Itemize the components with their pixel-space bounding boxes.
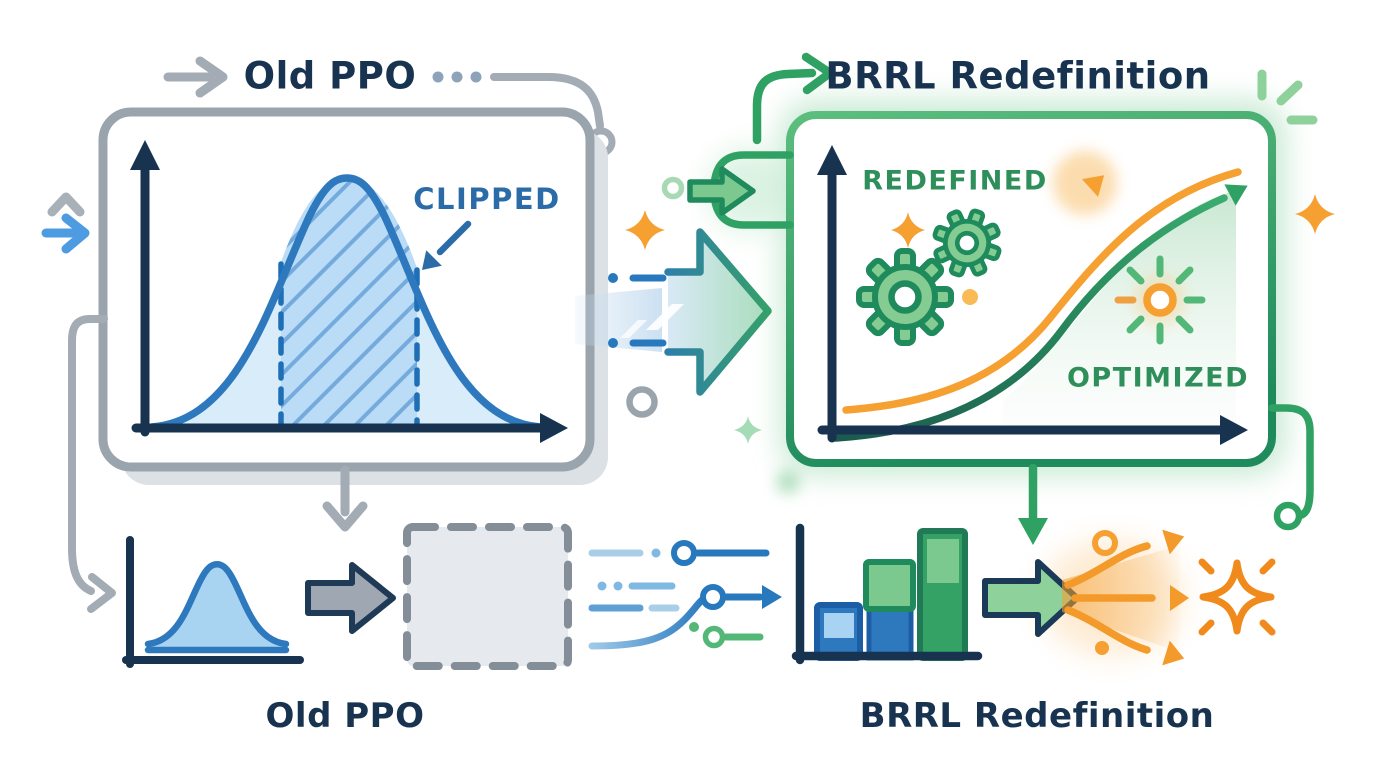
- burst-star-icon: [1198, 558, 1276, 636]
- connector-top-gray: [490, 73, 604, 130]
- green-block-arrow-small: [687, 166, 756, 216]
- label-redefined: REDEFINED: [862, 165, 1048, 197]
- label-optimized: OPTIMIZED: [1066, 362, 1250, 394]
- connector-left-gray: [68, 315, 108, 595]
- bar-2-blue-segment: [866, 601, 914, 661]
- clipped-arrowhead: [421, 250, 442, 271]
- caption-brrl-redefinition: BRRL Redefinition: [859, 696, 1215, 736]
- lead-dot-bottom: [608, 338, 618, 348]
- clipped-region: [281, 178, 417, 426]
- connector-down-green-arrowhead: [1018, 518, 1048, 545]
- bar-chart-axes: [791, 523, 983, 665]
- connector-green-title: [752, 68, 817, 145]
- sparkle-star-icon-gears: [891, 212, 925, 248]
- gear-icon-large: [856, 248, 954, 346]
- x-axis-arrowhead: [540, 413, 568, 443]
- right-panel-chart: [817, 145, 1248, 445]
- connector-green-right: [1268, 404, 1314, 520]
- orange-curve-arrowhead: [1081, 175, 1105, 197]
- dashed-placeholder-box: [403, 523, 572, 670]
- sparkle-star-icon-light-green: [734, 416, 762, 444]
- lead-dot-top: [608, 273, 618, 283]
- green-glow-dot: [776, 470, 800, 494]
- title-brrl-redefinition: BRRL Redefinition: [825, 54, 1211, 98]
- connector-left-gray-arrowhead: [87, 573, 116, 613]
- big-arrow-lead-dashes: [629, 274, 667, 347]
- mini-bell-curve: [144, 561, 290, 648]
- dots-ellipsis: [432, 71, 482, 83]
- gear-icon-small: [932, 208, 1002, 278]
- y-axis-arrowhead-right: [817, 145, 847, 175]
- bar-1-light-segment: [824, 613, 854, 638]
- block-arrow-icon-gray: [305, 562, 396, 634]
- clipped-arrow: [436, 220, 472, 256]
- sun-icon: [1114, 255, 1206, 345]
- left-panel-chart: [130, 140, 568, 443]
- connector-circle-green-small: [661, 176, 685, 200]
- green-block-arrow-icon: [982, 559, 1080, 637]
- connector-circle-green-right: [1273, 501, 1303, 531]
- bell-curve: [148, 174, 544, 431]
- caption-old-ppo: Old PPO: [265, 696, 425, 736]
- orange-curve-glow: [1053, 151, 1117, 215]
- mini-chart-axes: [122, 536, 304, 668]
- connector-green-title-arrowhead: [801, 52, 835, 95]
- chevron-up-icon: [47, 192, 85, 217]
- title-old-ppo: Old PPO: [243, 54, 417, 98]
- sparkle-star-icon-top-right: [1295, 194, 1335, 234]
- blue-beam: [575, 288, 662, 352]
- fan-out-arrows-icon: [1062, 529, 1189, 666]
- beam-slash-1: [646, 304, 684, 330]
- bell-curve-mini-chart: [122, 536, 304, 668]
- y-axis-arrowhead: [130, 140, 160, 170]
- data-stream-lines: [588, 540, 782, 650]
- orange-sigmoid-curve: [842, 168, 1242, 414]
- left-axes: [131, 161, 547, 437]
- big-arrow-outline: [664, 228, 772, 396]
- blue-arrow-right-icon: [41, 213, 90, 254]
- mini-bell-fill: [148, 564, 286, 651]
- sigmoid-fill: [1003, 190, 1236, 425]
- annotation-clipped: CLIPPED: [413, 182, 561, 216]
- x-axis-arrowhead-right: [1220, 415, 1248, 445]
- gray-circle-outline: [626, 386, 658, 418]
- orange-dot-gears: [962, 289, 978, 305]
- green-curve-arrowhead: [1224, 184, 1248, 206]
- beam-slash-2: [620, 320, 647, 338]
- right-axes: [817, 165, 1227, 443]
- big-transition-arrow-icon: [575, 228, 772, 396]
- sparkle-star-icon-middle: [625, 210, 665, 250]
- connector-down-gray-arrowhead: [322, 501, 368, 532]
- title-arrow-left: [163, 56, 228, 98]
- stacked-bar-chart: [791, 523, 983, 665]
- bar-2-green-segment: [863, 559, 916, 612]
- bar-3-light-segment: [927, 539, 959, 583]
- green-burst-dashes: [1257, 69, 1318, 125]
